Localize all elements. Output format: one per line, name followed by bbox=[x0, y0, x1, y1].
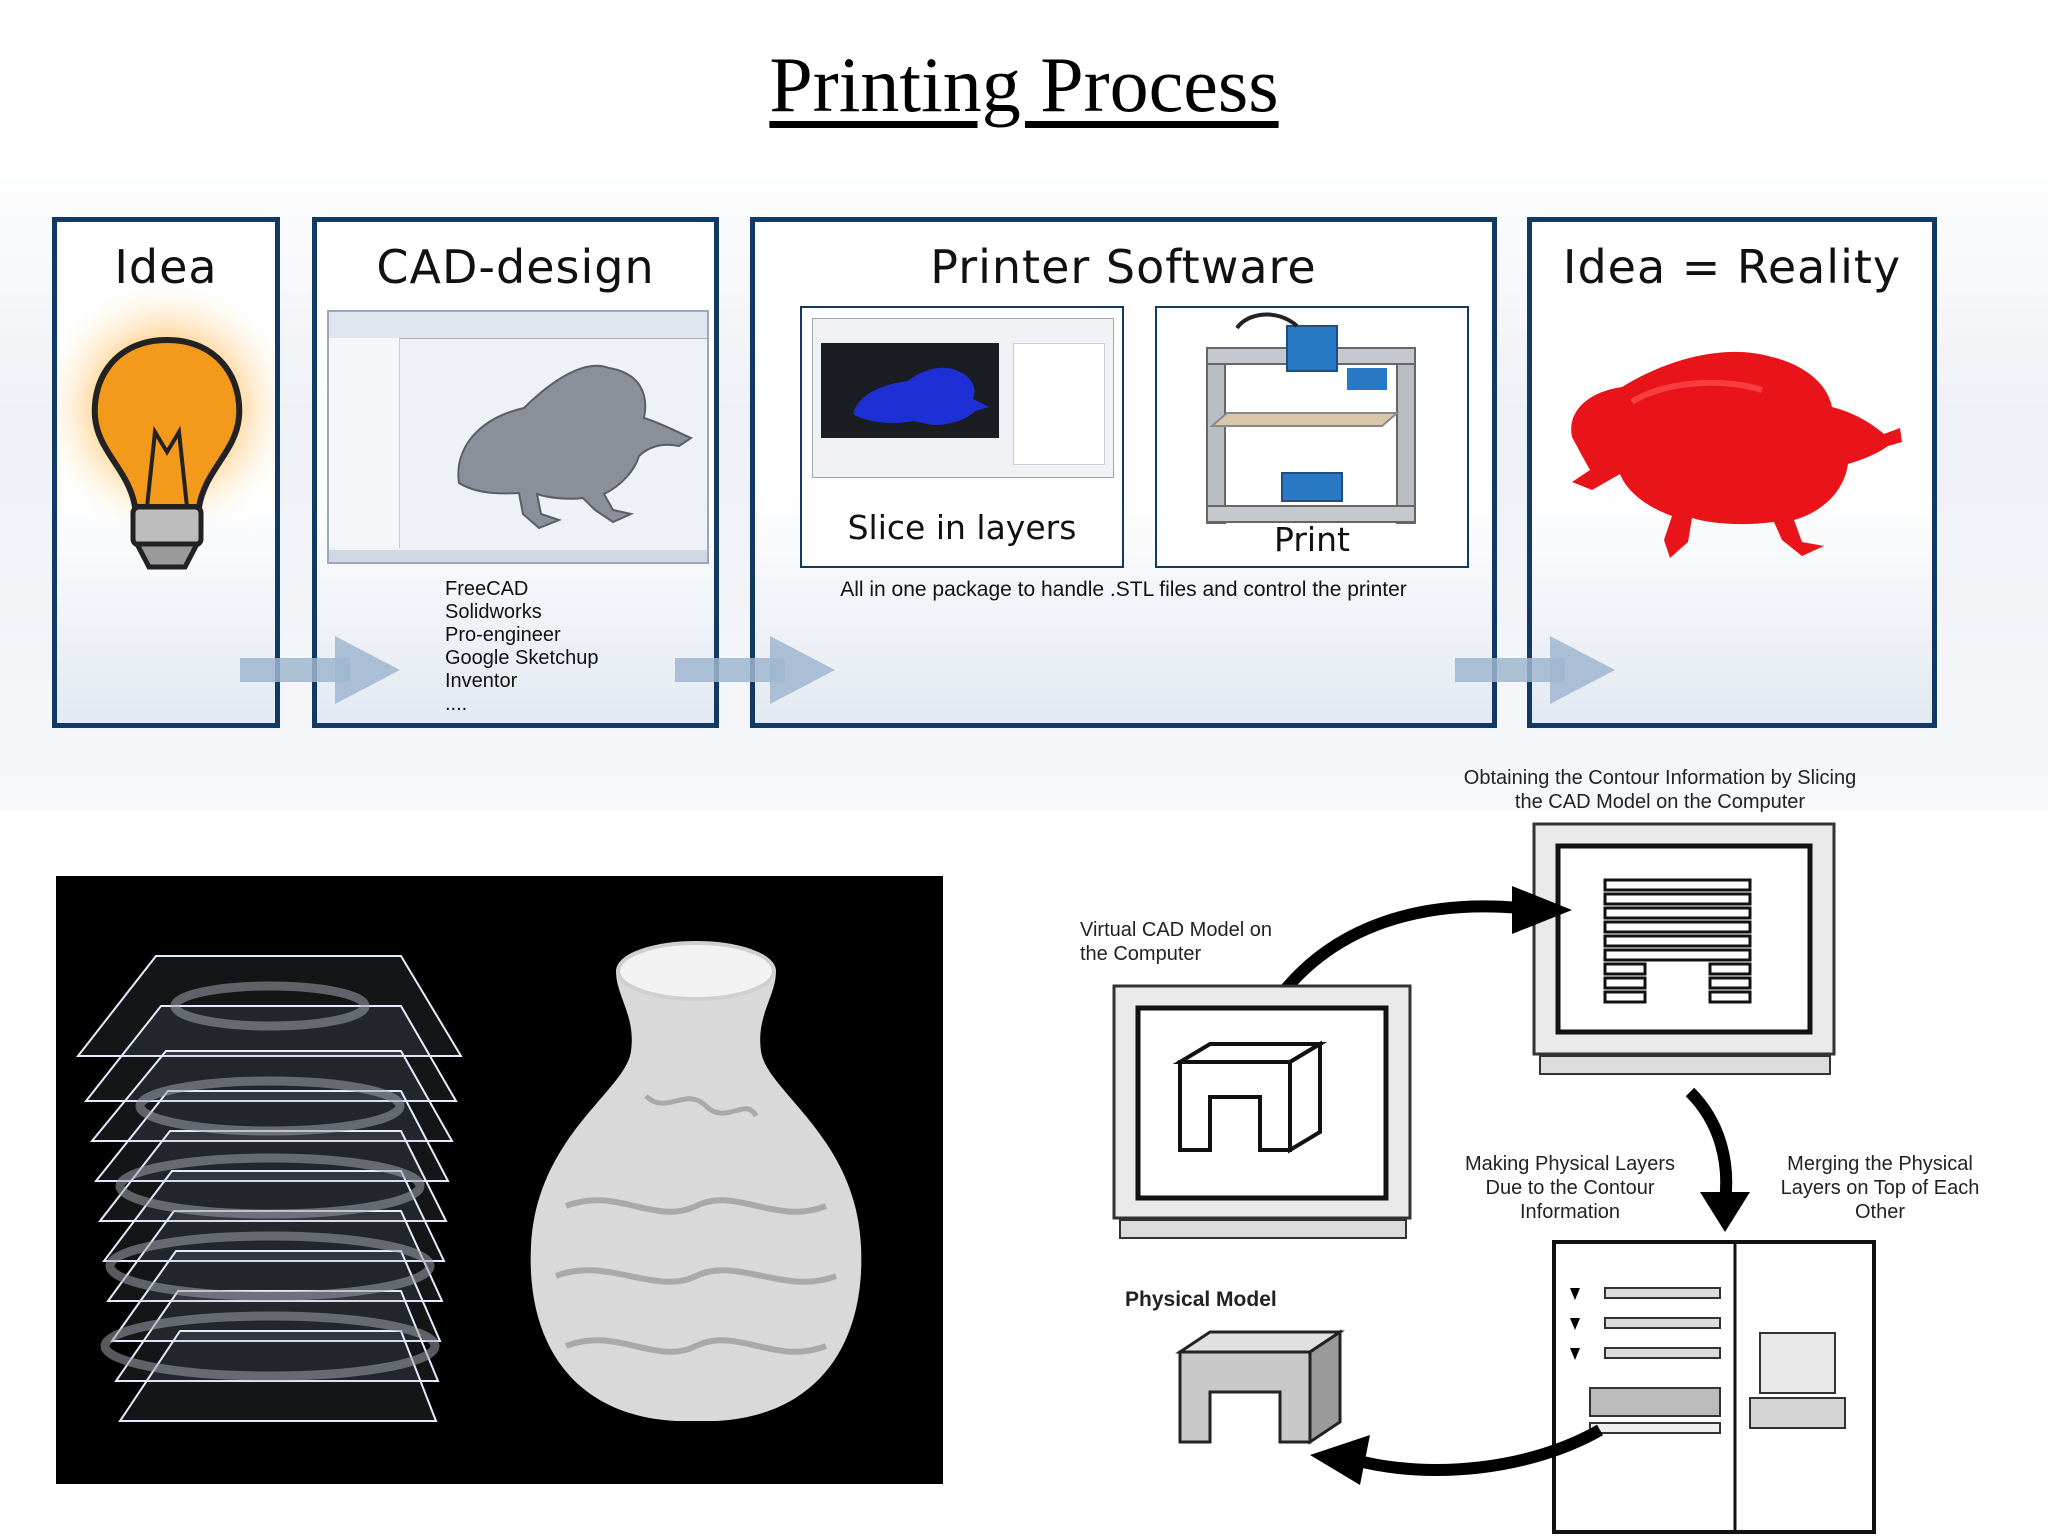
cad-tool-item: .... bbox=[445, 693, 468, 715]
slice-box: Slice in layers bbox=[800, 306, 1124, 568]
lightbulb-icon bbox=[57, 287, 275, 570]
panel-idea-title: Idea bbox=[114, 240, 218, 294]
blue-frog-model bbox=[853, 367, 989, 425]
print-box: Print bbox=[1155, 306, 1469, 568]
slice-caption: Slice in layers bbox=[847, 508, 1077, 547]
arrow-to-layers bbox=[1685, 1087, 1750, 1232]
cad-screenshot bbox=[327, 310, 709, 564]
3d-printer-image bbox=[1206, 312, 1416, 524]
flow-arrow-1 bbox=[240, 636, 400, 704]
physical-model-shape bbox=[1175, 1329, 1345, 1445]
cad-tool-item: Inventor bbox=[445, 670, 518, 692]
panel-cad: CAD-design FreeCAD Solidworks Pro-engine… bbox=[312, 217, 719, 728]
printing-machine bbox=[1552, 1240, 1876, 1534]
software-note: All in one package to handle .STL files … bbox=[840, 578, 1407, 601]
monitor-sliced-model bbox=[1532, 822, 1836, 1075]
layered-vase-image bbox=[56, 876, 943, 1484]
panel-software-title: Printer Software bbox=[930, 240, 1317, 294]
label-making-layers: Making Physical Layers Due to the Contou… bbox=[1464, 1153, 1676, 1223]
flow-arrow-3 bbox=[1455, 636, 1615, 704]
arrow-to-physical bbox=[1310, 1424, 1603, 1485]
slice-layers-graphic bbox=[75, 941, 862, 1422]
process-diagram: Obtaining the Contour Information by Sli… bbox=[1070, 760, 2030, 1536]
page-title: Printing Process bbox=[769, 41, 1279, 128]
cad-tool-item: Solidworks bbox=[445, 601, 542, 623]
panel-reality: Idea = Reality bbox=[1527, 217, 1937, 728]
label-merging-layers: Merging the Physical Layers on Top of Ea… bbox=[1780, 1153, 1980, 1223]
cad-tool-item: Pro-engineer bbox=[445, 624, 561, 646]
vase-shape bbox=[530, 941, 862, 1421]
arrow-to-slicing bbox=[1265, 886, 1572, 1014]
cad-tool-list: FreeCAD Solidworks Pro-engineer Google S… bbox=[445, 578, 598, 716]
label-slicing: Obtaining the Contour Information by Sli… bbox=[1463, 767, 1857, 813]
red-frog-model bbox=[1571, 351, 1902, 558]
panel-cad-title: CAD-design bbox=[376, 240, 655, 294]
cad-tool-item: Google Sketchup bbox=[445, 647, 599, 669]
panel-reality-title: Idea = Reality bbox=[1562, 240, 1902, 294]
gray-frog-model bbox=[457, 364, 694, 530]
slicer-screenshot bbox=[812, 318, 1114, 478]
flow-arrow-2 bbox=[675, 636, 835, 704]
panel-idea: Idea bbox=[52, 217, 280, 728]
monitor-cad-model bbox=[1112, 984, 1412, 1239]
panel-software: Printer Software Slice in layers Print A… bbox=[750, 217, 1497, 728]
print-caption: Print bbox=[1274, 520, 1350, 559]
label-virtual-cad: Virtual CAD Model on the Computer bbox=[1080, 919, 1272, 965]
cad-tool-item: FreeCAD bbox=[445, 578, 529, 600]
label-physical-model: Physical Model bbox=[1125, 1288, 1277, 1311]
